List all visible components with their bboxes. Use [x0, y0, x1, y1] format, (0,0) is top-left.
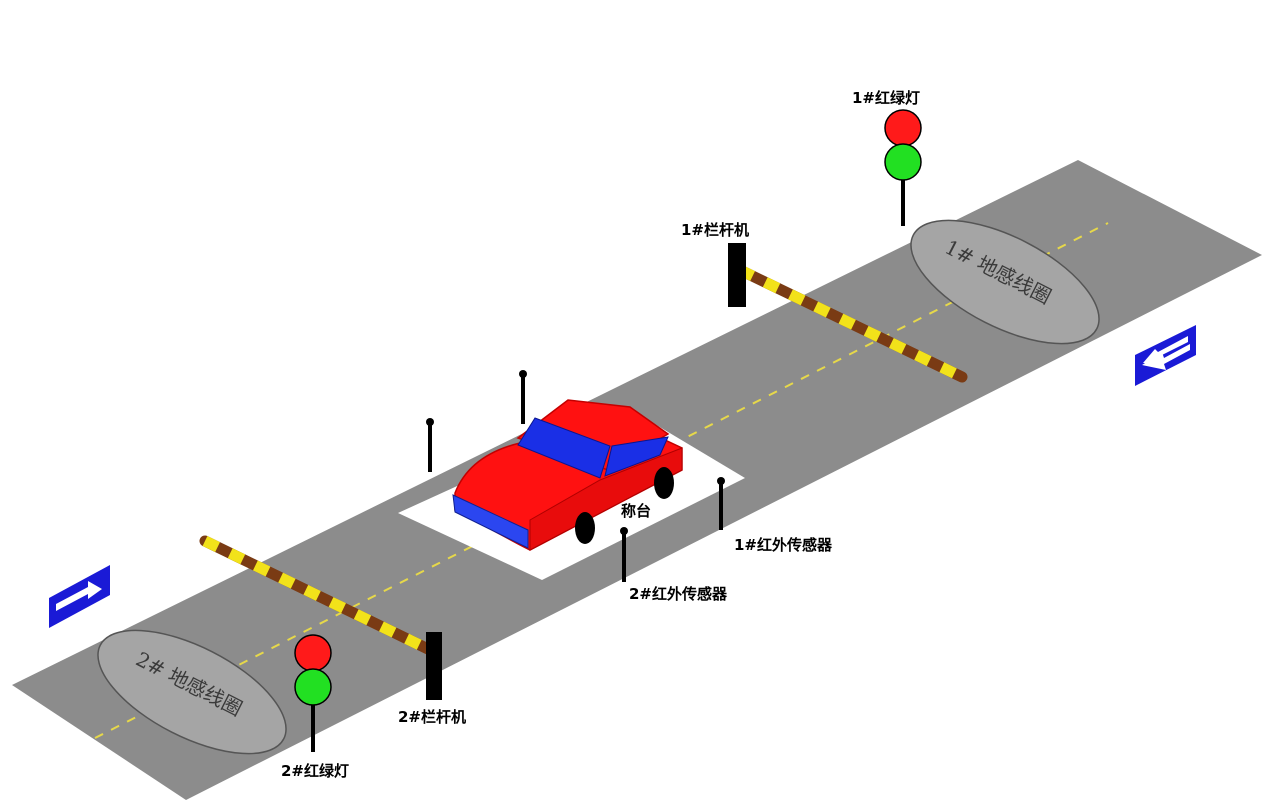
- ir-sensor-1-label: 1#红外传感器: [734, 536, 833, 554]
- ir-sensor-1: 1#红外传感器: [717, 477, 833, 554]
- car-windshield: [517, 417, 611, 479]
- traffic-light-1: 1#红绿灯: [852, 89, 922, 226]
- car-wheel-rear: [654, 467, 674, 499]
- barrier-2-label: 2#栏杆机: [398, 708, 466, 726]
- barrier-2: 2#栏杆机: [199, 535, 466, 726]
- arrow-left-icon: [1135, 325, 1196, 386]
- loop-1: 1# 地感线圈: [910, 219, 1100, 345]
- traffic-light-2-red: [294, 634, 332, 672]
- car-wheel-front: [575, 512, 595, 544]
- scale-label: 称台: [621, 502, 651, 520]
- sensor-pole-back: [519, 370, 527, 424]
- traffic-light-2-label: 2#红绿灯: [281, 762, 349, 780]
- barrier-1: 1#栏杆机: [681, 221, 968, 383]
- car: [452, 399, 683, 551]
- ir-sensor-2: 2#红外传感器: [620, 527, 728, 603]
- traffic-light-1-label: 1#红绿灯: [852, 89, 920, 107]
- traffic-light-2: 2#红绿灯: [281, 634, 349, 780]
- barrier-2-post: [426, 632, 442, 700]
- traffic-light-2-green: [294, 668, 332, 706]
- loop-2: 2# 地感线圈: [97, 629, 287, 755]
- barrier-1-label: 1#栏杆机: [681, 221, 749, 239]
- arrow-right-icon: [49, 565, 110, 628]
- barrier-1-post: [728, 243, 746, 307]
- sensor-pole-left: [426, 418, 434, 472]
- ir-sensor-2-label: 2#红外传感器: [629, 585, 728, 603]
- traffic-light-1-red: [884, 109, 922, 147]
- traffic-light-1-green: [884, 143, 922, 181]
